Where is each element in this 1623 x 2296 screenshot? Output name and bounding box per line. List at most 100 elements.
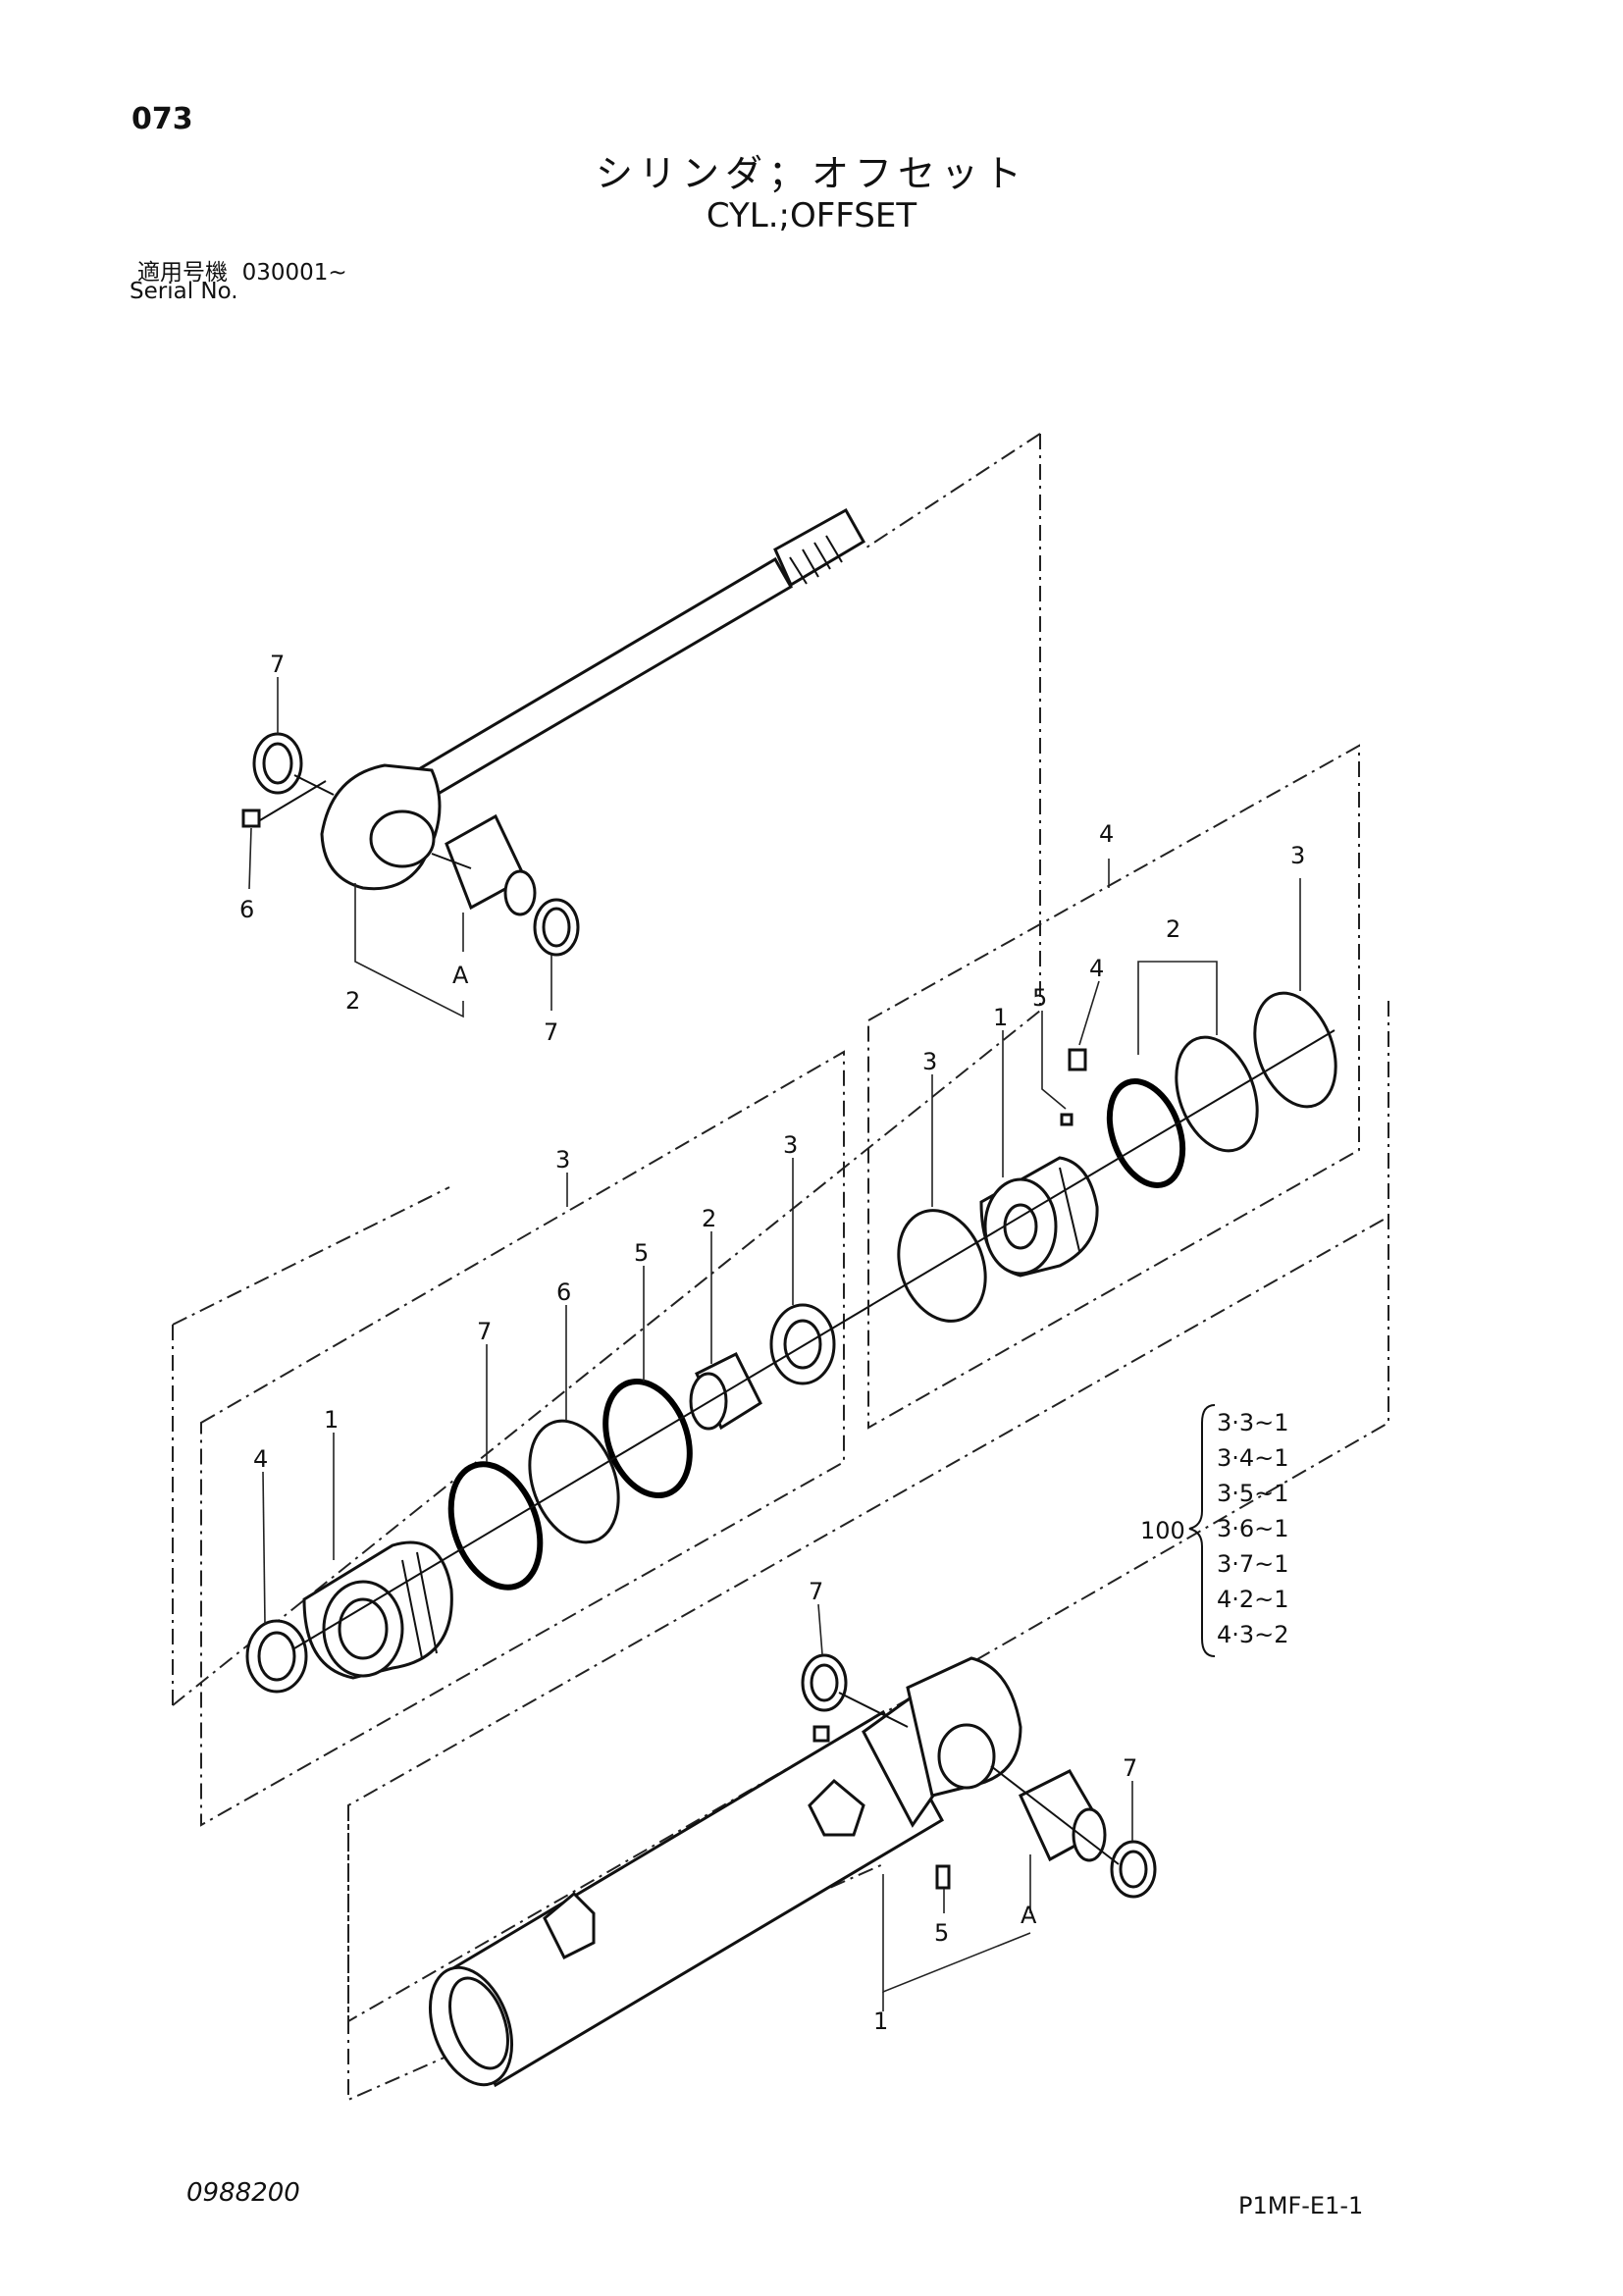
gland-group-frame [200,1050,845,1827]
dust-seal-7c-inner [810,1663,839,1702]
callout: 1 [873,2008,888,2035]
kit-item: 3·5~1 [1217,1480,1289,1507]
serial-label-japanese: 適用号機 030001~ [137,253,347,287]
callout: 3 [555,1146,570,1174]
leader [1078,980,1100,1046]
callout: 1 [324,1406,339,1434]
rod-seal-3 [769,1303,836,1385]
callout: 6 [239,896,254,923]
callout: 3 [783,1131,798,1159]
slide-ring-3b [1253,991,1337,1109]
kit-item: 3·4~1 [1217,1444,1289,1472]
axis-line [259,780,327,821]
callout: 3 [922,1048,937,1075]
kit-item: 3·6~1 [1217,1515,1289,1542]
rod-seal-3-inner [783,1319,822,1370]
callout: 6 [556,1278,571,1306]
callout: 4 [253,1445,268,1473]
callout: 2 [702,1205,716,1232]
leader [817,1603,823,1655]
axis-line [431,853,472,869]
leader [354,883,464,1018]
gland-thread [401,1559,423,1659]
gland-face [322,1580,404,1678]
grease-nipple-5 [935,1864,951,1890]
grease-nipple-6 [241,809,261,828]
piston-seal-2 [1175,1035,1259,1153]
callout: 7 [809,1578,823,1605]
gland-group: 3 4 1 7 6 5 2 3 [200,1050,889,1827]
piston-axis [887,1029,1335,1296]
rod-eye-bore [369,809,436,868]
seal-kit-list: 100 3·3~1 3·4~1 3·5~1 3·6~1 3·7~1 4·2~1 … [1140,1404,1289,1657]
tube-port [543,1891,596,1960]
callout: 7 [270,651,285,678]
thread-line [813,542,831,570]
callout: 4 [1099,820,1114,848]
leader [1041,1011,1067,1110]
tube-boss [808,1778,865,1837]
piston-o-ring [1106,1078,1186,1188]
gland-axis [293,1294,889,1649]
axis-line [990,1765,1120,1865]
set-screw-4 [1068,1048,1087,1071]
tube-mouth-inner [448,1976,509,2070]
callout: 7 [477,1318,492,1345]
rod-frame-top [863,433,1041,550]
thread-line [802,548,819,578]
tube-assembly: 7 5 A 7 1 [347,1578,1157,2102]
serial-label-english: Serial No. [130,279,238,304]
piston-group-frame [867,744,1360,1430]
serial-value: 030001~ [241,260,347,286]
callout: 2 [345,987,360,1015]
callout: A [1021,1902,1037,1929]
tube-plug [812,1725,830,1743]
callout: 5 [934,1919,949,1947]
wiper-ring-4 [245,1619,308,1694]
cylinder-tube [445,1709,945,2088]
rod-thread-end [773,507,866,588]
piston-groove [1059,1167,1080,1252]
dust-seal-7b [533,898,580,957]
callout: 7 [1123,1754,1137,1782]
callout: 4 [1089,955,1104,982]
thread-line [825,535,843,563]
callout: 3 [1290,842,1305,869]
thread-line [789,556,808,585]
axis-line [293,774,335,796]
leader [882,1874,1031,1994]
callout: 5 [634,1239,649,1267]
tube-bushing-end [1072,1807,1107,1862]
dust-seal-7d [1110,1840,1157,1899]
o-ring-7 [447,1461,544,1591]
dust-seal-7a-inner [262,742,293,785]
kit-brace [1188,1404,1216,1657]
callout: 2 [1166,915,1180,943]
axis-line [838,1692,909,1728]
piston-rod-shaft [414,556,794,795]
slide-ring-3a [897,1209,987,1323]
dust-seal-7c [801,1653,848,1712]
piston-group: 4 3 1 5 4 2 3 [347,744,1389,2023]
dust-seal-7b-inner [542,907,571,948]
steel-ball-5 [1060,1113,1073,1126]
piston-face [983,1177,1058,1276]
gland-thread [416,1551,438,1654]
leader [248,827,252,890]
kit-item: 3·7~1 [1217,1550,1289,1578]
callout: A [452,962,469,989]
leader [1137,961,1218,1055]
bushing-end [503,869,537,916]
title-japanese: シリンダ；オフセット [595,152,1027,195]
kit-number: 100 [1140,1517,1185,1544]
callout: 5 [1032,984,1047,1012]
kit-item: 4·2~1 [1217,1586,1289,1613]
o-ring-5 [602,1378,693,1499]
serial-label-jp: 適用号機 [137,260,228,286]
kit-item: 4·3~2 [1217,1621,1289,1648]
kit-item: 3·3~1 [1217,1409,1289,1436]
leader [262,1471,266,1625]
page-code: P1MF-E1-1 [1238,2192,1364,2219]
gland-bore [338,1597,389,1660]
